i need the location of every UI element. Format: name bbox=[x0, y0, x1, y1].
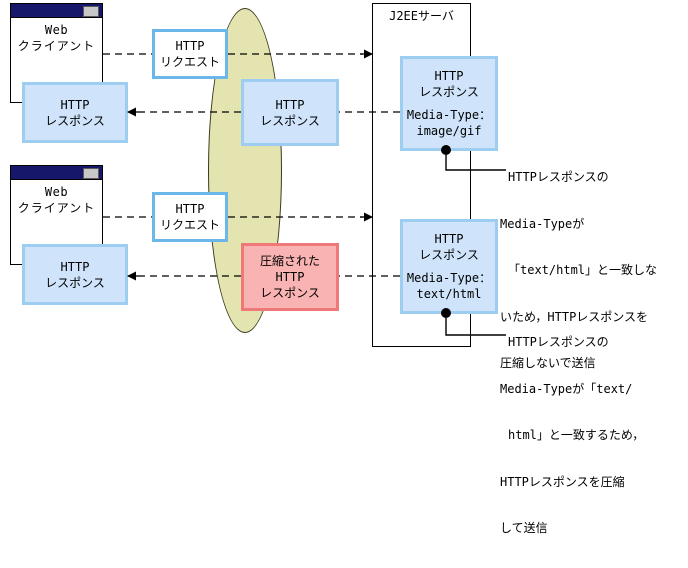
client-response-box-top: HTTP レスポンス bbox=[22, 82, 128, 143]
media-type-value-image: image/gif bbox=[416, 124, 482, 138]
annotation-line: いため，HTTPレスポンスを bbox=[500, 309, 649, 324]
http-request-box-bottom: HTTP リクエスト bbox=[152, 192, 228, 242]
media-type-value-text: text/html bbox=[416, 287, 482, 301]
annotation-compress: HTTPレスポンスの Media-Typeが「text/ html」と一致するた… bbox=[500, 304, 688, 568]
annotation-line: HTTPレスポンスの bbox=[508, 335, 609, 349]
annotation-line: html」と一致するため， bbox=[508, 428, 645, 442]
http-request-box-top: HTTP リクエスト bbox=[152, 29, 228, 79]
web-client-line2: クライアント bbox=[17, 201, 96, 215]
client-response-line1-top: HTTP bbox=[60, 97, 90, 112]
window-titlebar bbox=[11, 166, 102, 180]
server-response-line2-image: レスポンス bbox=[419, 85, 479, 99]
network-response-line1: HTTP bbox=[275, 97, 305, 112]
annotation-no-compress: HTTPレスポンスの Media-Typeが 「text/html」と一致しな … bbox=[500, 139, 688, 403]
client-response-line1-bottom: HTTP bbox=[60, 259, 90, 274]
server-response-line1-text: HTTP bbox=[434, 232, 464, 246]
diagram-canvas: J2EEサーバ Web クライアント HTTP レスポンス Web クライアント… bbox=[10, 3, 688, 535]
annotation-line: HTTPレスポンスを圧縮 bbox=[500, 474, 625, 489]
annotation-line: HTTPレスポンスの bbox=[508, 170, 609, 184]
annotation-line: 圧縮しないで送信 bbox=[500, 356, 596, 370]
media-type-label-text: Media-Type： bbox=[406, 271, 492, 285]
compressed-response-line1: 圧縮された bbox=[259, 254, 320, 268]
j2ee-server-box: J2EEサーバ bbox=[372, 3, 471, 347]
client-response-line2-top: レスポンス bbox=[45, 113, 105, 128]
annotation-line: 「text/html」と一致しな bbox=[508, 263, 658, 277]
network-response-box-plain: HTTP レスポンス bbox=[241, 79, 339, 146]
web-client-line2: クライアント bbox=[17, 39, 96, 53]
network-response-box-compressed: 圧縮された HTTP レスポンス bbox=[241, 243, 339, 311]
web-client-label-bottom: Web クライアント bbox=[11, 184, 102, 216]
annotation-line: Media-Typeが「text/ bbox=[500, 381, 633, 396]
annotation-line: Media-Typeが bbox=[500, 216, 585, 231]
window-maximize-icon[interactable] bbox=[83, 168, 99, 179]
server-response-line2-text: レスポンス bbox=[419, 248, 479, 262]
client-response-box-bottom: HTTP レスポンス bbox=[22, 244, 128, 305]
server-title: J2EEサーバ bbox=[389, 9, 454, 23]
http-request-line2-top: リクエスト bbox=[159, 55, 220, 69]
server-response-box-text: HTTP レスポンス Media-Type： text/html bbox=[400, 219, 498, 314]
network-response-line2: レスポンス bbox=[260, 113, 320, 128]
web-client-label-top: Web クライアント bbox=[11, 22, 102, 54]
server-response-line1-image: HTTP bbox=[434, 69, 464, 83]
http-request-line1-bottom: HTTP bbox=[175, 202, 205, 216]
media-type-label-image: Media-Type： bbox=[406, 108, 492, 122]
server-response-box-image: HTTP レスポンス Media-Type： image/gif bbox=[400, 56, 498, 151]
web-client-line1: Web bbox=[44, 23, 69, 37]
window-titlebar bbox=[11, 4, 102, 18]
client-response-line2-bottom: レスポンス bbox=[45, 275, 105, 290]
window-maximize-icon[interactable] bbox=[83, 6, 99, 17]
http-request-line1-top: HTTP bbox=[175, 39, 205, 53]
web-client-line1: Web bbox=[44, 185, 69, 199]
compressed-response-line2: HTTP bbox=[275, 270, 305, 284]
annotation-line: して送信 bbox=[500, 521, 548, 535]
compressed-response-line3: レスポンス bbox=[260, 286, 320, 300]
http-request-line2-bottom: リクエスト bbox=[159, 218, 220, 232]
